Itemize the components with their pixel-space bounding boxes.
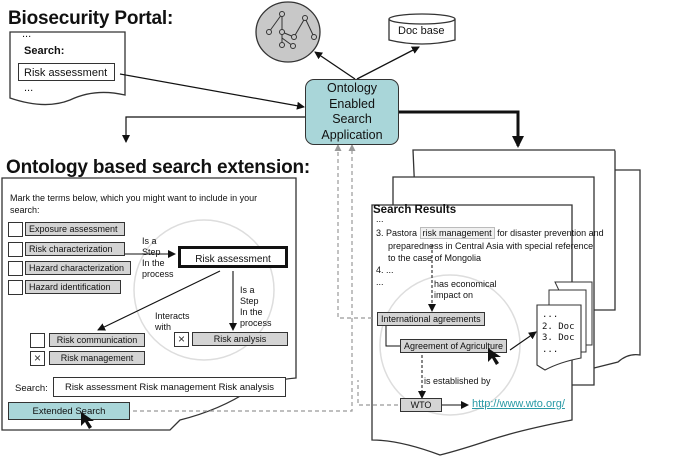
- doc-list-item[interactable]: ...: [542, 310, 559, 320]
- doc-list: ... 2. Doc 3. Doc ...: [542, 310, 575, 356]
- checkbox-risk-analysis[interactable]: ×: [174, 332, 189, 347]
- relation-text: Step: [240, 296, 259, 306]
- extension-search-label: Search:: [15, 383, 48, 394]
- term-exposure-assessment[interactable]: Exposure assessment: [25, 222, 125, 236]
- relation-text: process: [142, 269, 174, 279]
- node-international-agreements[interactable]: International agreements: [377, 312, 485, 326]
- app-line: Application: [321, 127, 383, 142]
- portal-title: Biosecurity Portal:: [8, 8, 174, 29]
- doc-base-label: Doc base: [398, 25, 445, 37]
- portal-search-label: Search:: [24, 45, 65, 57]
- extension-search-input[interactable]: Risk assessment Risk management Risk ana…: [53, 377, 286, 397]
- relation-established-by: is established by: [424, 376, 491, 386]
- term-risk-characterization[interactable]: Risk characterization: [25, 242, 125, 256]
- extension-title: Ontology based search extension:: [6, 157, 311, 178]
- result-item-3-prefix: 3. Pastora: [376, 228, 418, 238]
- results-ellipsis-bottom: ...: [376, 277, 384, 287]
- portal-ellipsis-bottom: ...: [24, 82, 34, 94]
- relation-interacts-with: Interacts with: [155, 311, 190, 333]
- checkbox-exposure-assessment[interactable]: [8, 222, 23, 237]
- relation-text: has economical: [434, 279, 497, 289]
- checkbox-risk-management[interactable]: ×: [30, 351, 45, 366]
- relation-text: In the: [142, 258, 165, 268]
- result-item-3-line3: to the case of Mongolia: [388, 253, 482, 263]
- wto-link[interactable]: http://www.wto.org/: [472, 398, 565, 410]
- doc-list-item[interactable]: 2. Doc: [542, 321, 575, 332]
- relation-text: Is a: [142, 236, 157, 246]
- term-risk-management[interactable]: Risk management: [49, 351, 145, 365]
- relation-text: impact on: [434, 290, 474, 300]
- relation-text: with: [155, 322, 172, 332]
- app-line: Ontology: [326, 81, 378, 95]
- portal-ellipsis-top: ...: [22, 28, 32, 40]
- term-hazard-characterization[interactable]: Hazard characterization: [25, 261, 131, 275]
- app-line: Search: [332, 112, 372, 126]
- result-item-3-line2: preparedness in Central Asia with specia…: [388, 241, 594, 251]
- results-title: Search Results: [373, 204, 457, 216]
- extended-search-button[interactable]: Extended Search: [8, 402, 130, 420]
- relation-text: Step: [142, 247, 161, 257]
- mouse-cursor-icon: [488, 348, 501, 365]
- extension-instructions: Mark the terms below, which you might wa…: [10, 193, 258, 215]
- term-risk-communication[interactable]: Risk communication: [49, 333, 145, 347]
- relation-text: In the: [240, 307, 263, 317]
- relation-text: Interacts: [155, 311, 190, 321]
- relation-text: process: [240, 318, 272, 328]
- term-risk-analysis[interactable]: Risk analysis: [192, 332, 288, 346]
- app-line: Enabled: [329, 96, 375, 111]
- relation-is-a-step-2: Is a Step In the process: [240, 285, 272, 329]
- ontology-search-application: Ontology Enabled Search Application: [305, 79, 399, 145]
- database-cylinder-icon: [388, 13, 456, 45]
- checkbox-risk-characterization[interactable]: [8, 242, 23, 257]
- result-item-4[interactable]: 4. ...: [376, 265, 394, 275]
- term-hazard-identification[interactable]: Hazard identification: [25, 280, 121, 294]
- highlighted-term: risk management: [419, 227, 495, 239]
- results-ellipsis-top: ...: [376, 214, 384, 224]
- checkbox-risk-communication[interactable]: [30, 333, 45, 348]
- term-risk-assessment[interactable]: Risk assessment: [178, 246, 288, 268]
- node-agreement-of-agriculture[interactable]: Agreement of Agriculture: [400, 339, 508, 353]
- relation-is-a-step-1: Is a Step In the process: [142, 236, 174, 280]
- doc-list-item[interactable]: ...: [542, 344, 559, 355]
- doc-list-page: [536, 304, 582, 371]
- portal-search-input[interactable]: Risk assessment: [18, 63, 115, 81]
- result-item-3-rest: for disaster prevention and: [497, 228, 604, 238]
- relation-text: Is a: [240, 285, 255, 295]
- result-item-3[interactable]: 3. Pastora risk management for disaster …: [376, 227, 604, 239]
- relation-economic-impact: has economical impact on: [434, 279, 497, 301]
- checkbox-hazard-identification[interactable]: [8, 280, 23, 295]
- ontology-graph-icon: [255, 1, 321, 63]
- node-wto[interactable]: WTO: [400, 398, 442, 412]
- mouse-cursor-icon: [81, 412, 94, 429]
- doc-list-item[interactable]: 3. Doc: [542, 333, 575, 343]
- checkbox-hazard-characterization[interactable]: [8, 261, 23, 276]
